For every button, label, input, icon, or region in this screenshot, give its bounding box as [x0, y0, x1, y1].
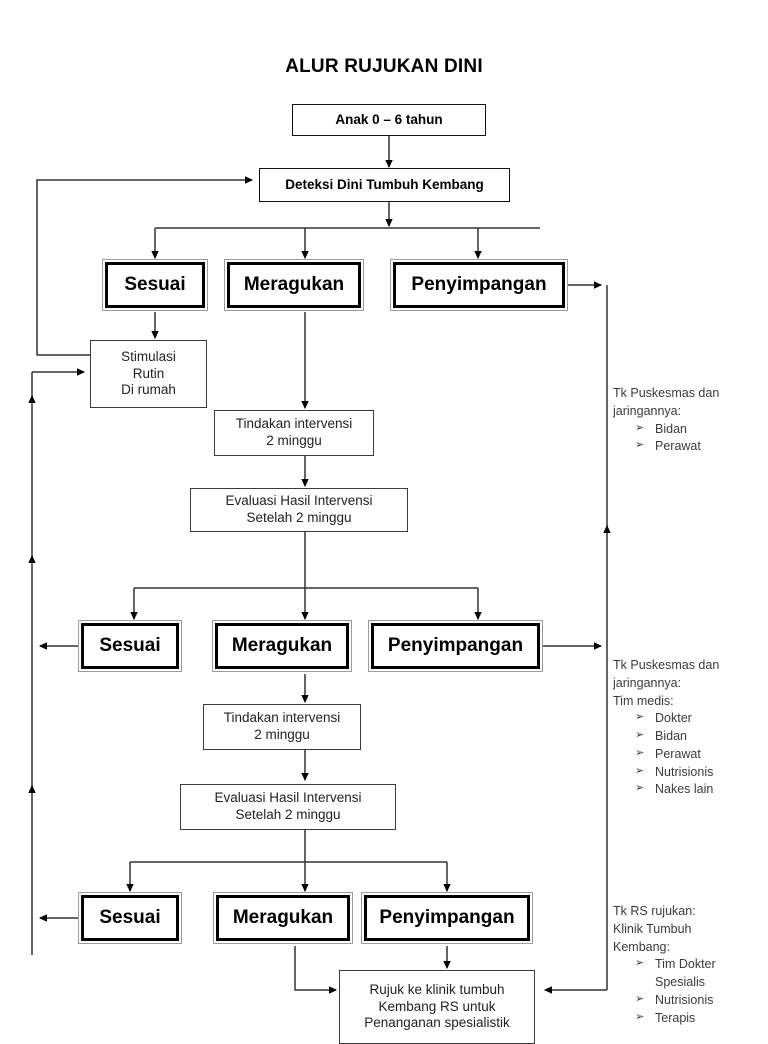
note-list: ➢ Tim Dokter Spesialis ➢ Nutrisionis ➢ Tera… — [613, 956, 763, 1027]
note-item-label: Nakes lain — [655, 782, 714, 797]
note-item-label: Terapis — [655, 1010, 696, 1025]
note-item: ➢ Nutrisionis — [635, 992, 763, 1010]
note-item: ➢ Bidan — [635, 421, 763, 439]
outcome-label: Penyimpangan — [387, 635, 524, 656]
outcome-penyimpangan-tier2: Penyimpangan — [368, 620, 543, 672]
outcome-label: Sesuai — [99, 635, 161, 656]
bullet-arrow-icon: ➢ — [635, 992, 645, 1005]
note-header: Tk RS rujukan: Klinik Tumbuh Kembang: — [613, 904, 696, 954]
outcome-sesuai-tier2: Sesuai — [78, 620, 182, 672]
node-anak: Anak 0 – 6 tahun — [292, 104, 486, 136]
outcome-label: Meragukan — [231, 635, 333, 656]
note-item-label: Nutrisionis — [655, 992, 714, 1007]
note-item-label: Nutrisionis — [655, 764, 714, 779]
note-header: Tk Puskesmas dan jaringannya: — [613, 386, 720, 418]
bullet-arrow-icon: ➢ — [635, 421, 645, 434]
node-stimulasi: Stimulasi Rutin Di rumah — [90, 340, 207, 408]
outcome-meragukan-tier3: Meragukan — [213, 892, 353, 944]
note-item-label: Dokter — [655, 711, 692, 726]
bullet-arrow-icon: ➢ — [635, 1010, 645, 1023]
note-item: ➢ Bidan — [635, 728, 763, 746]
note-item: ➢ Dokter — [635, 710, 763, 728]
note-item: ➢ Tim Dokter Spesialis — [635, 956, 763, 992]
node-rujuk: Rujuk ke klinik tumbuh Kembang RS untuk … — [339, 970, 535, 1044]
note-item-label: Tim Dokter Spesialis — [655, 957, 716, 989]
outcome-meragukan-tier1: Meragukan — [224, 259, 364, 311]
outcome-penyimpangan-tier3: Penyimpangan — [361, 892, 533, 944]
note-block-rs-rujukan: Tk RS rujukan: Klinik Tumbuh Kembang: ➢ T… — [613, 903, 763, 1027]
bullet-arrow-icon: ➢ — [635, 439, 645, 452]
node-evaluasi-2: Evaluasi Hasil Intervensi Setelah 2 ming… — [180, 784, 396, 830]
outcome-sesuai-tier3: Sesuai — [78, 892, 182, 944]
note-header: Tk Puskesmas dan jaringannya: Tim medis: — [613, 658, 720, 708]
note-list: ➢ Bidan ➢ Perawat — [613, 421, 763, 457]
outcome-label: Penyimpangan — [411, 274, 547, 295]
note-item: ➢ Perawat — [635, 746, 763, 764]
note-item: ➢ Perawat — [635, 438, 763, 456]
note-item-label: Perawat — [655, 746, 701, 761]
note-block-puskesmas-1: Tk Puskesmas dan jaringannya: ➢ Bidan ➢ Pe… — [613, 385, 763, 456]
outcome-label: Sesuai — [99, 907, 161, 928]
outcome-label: Sesuai — [124, 274, 186, 295]
note-block-puskesmas-2: Tk Puskesmas dan jaringannya: Tim medis:… — [613, 657, 763, 799]
node-deteksi: Deteksi Dini Tumbuh Kembang — [259, 168, 510, 202]
note-item-label: Bidan — [655, 421, 687, 436]
outcome-sesuai-tier1: Sesuai — [102, 259, 208, 311]
outcome-penyimpangan-tier1: Penyimpangan — [390, 259, 568, 311]
bullet-arrow-icon: ➢ — [635, 782, 645, 795]
bullet-arrow-icon: ➢ — [635, 729, 645, 741]
node-tindakan-1: Tindakan intervensi 2 minggu — [214, 410, 374, 456]
note-list: ➢ Dokter ➢ Bidan ➢ Perawat ➢ Nutrisionis ➢ Na… — [613, 710, 763, 799]
note-item: ➢ Nutrisionis — [635, 764, 763, 782]
outcome-meragukan-tier2: Meragukan — [212, 620, 352, 672]
outcome-label: Meragukan — [243, 274, 345, 295]
bullet-arrow-icon: ➢ — [635, 711, 645, 724]
note-item: ➢ Nakes lain — [635, 781, 763, 799]
note-item-label: Bidan — [655, 729, 687, 743]
node-tindakan-2: Tindakan intervensi 2 minggu — [203, 704, 361, 750]
page-title: ALUR RUJUKAN DINI — [285, 56, 483, 77]
bullet-arrow-icon: ➢ — [635, 957, 645, 970]
bullet-arrow-icon: ➢ — [635, 764, 645, 777]
note-item: ➢ Terapis — [635, 1010, 763, 1028]
outcome-label: Meragukan — [232, 907, 334, 928]
bullet-arrow-icon: ➢ — [635, 746, 645, 759]
outcome-label: Penyimpangan — [379, 907, 515, 928]
node-evaluasi-1: Evaluasi Hasil Intervensi Setelah 2 ming… — [190, 488, 408, 532]
note-item-label: Perawat — [655, 439, 701, 454]
